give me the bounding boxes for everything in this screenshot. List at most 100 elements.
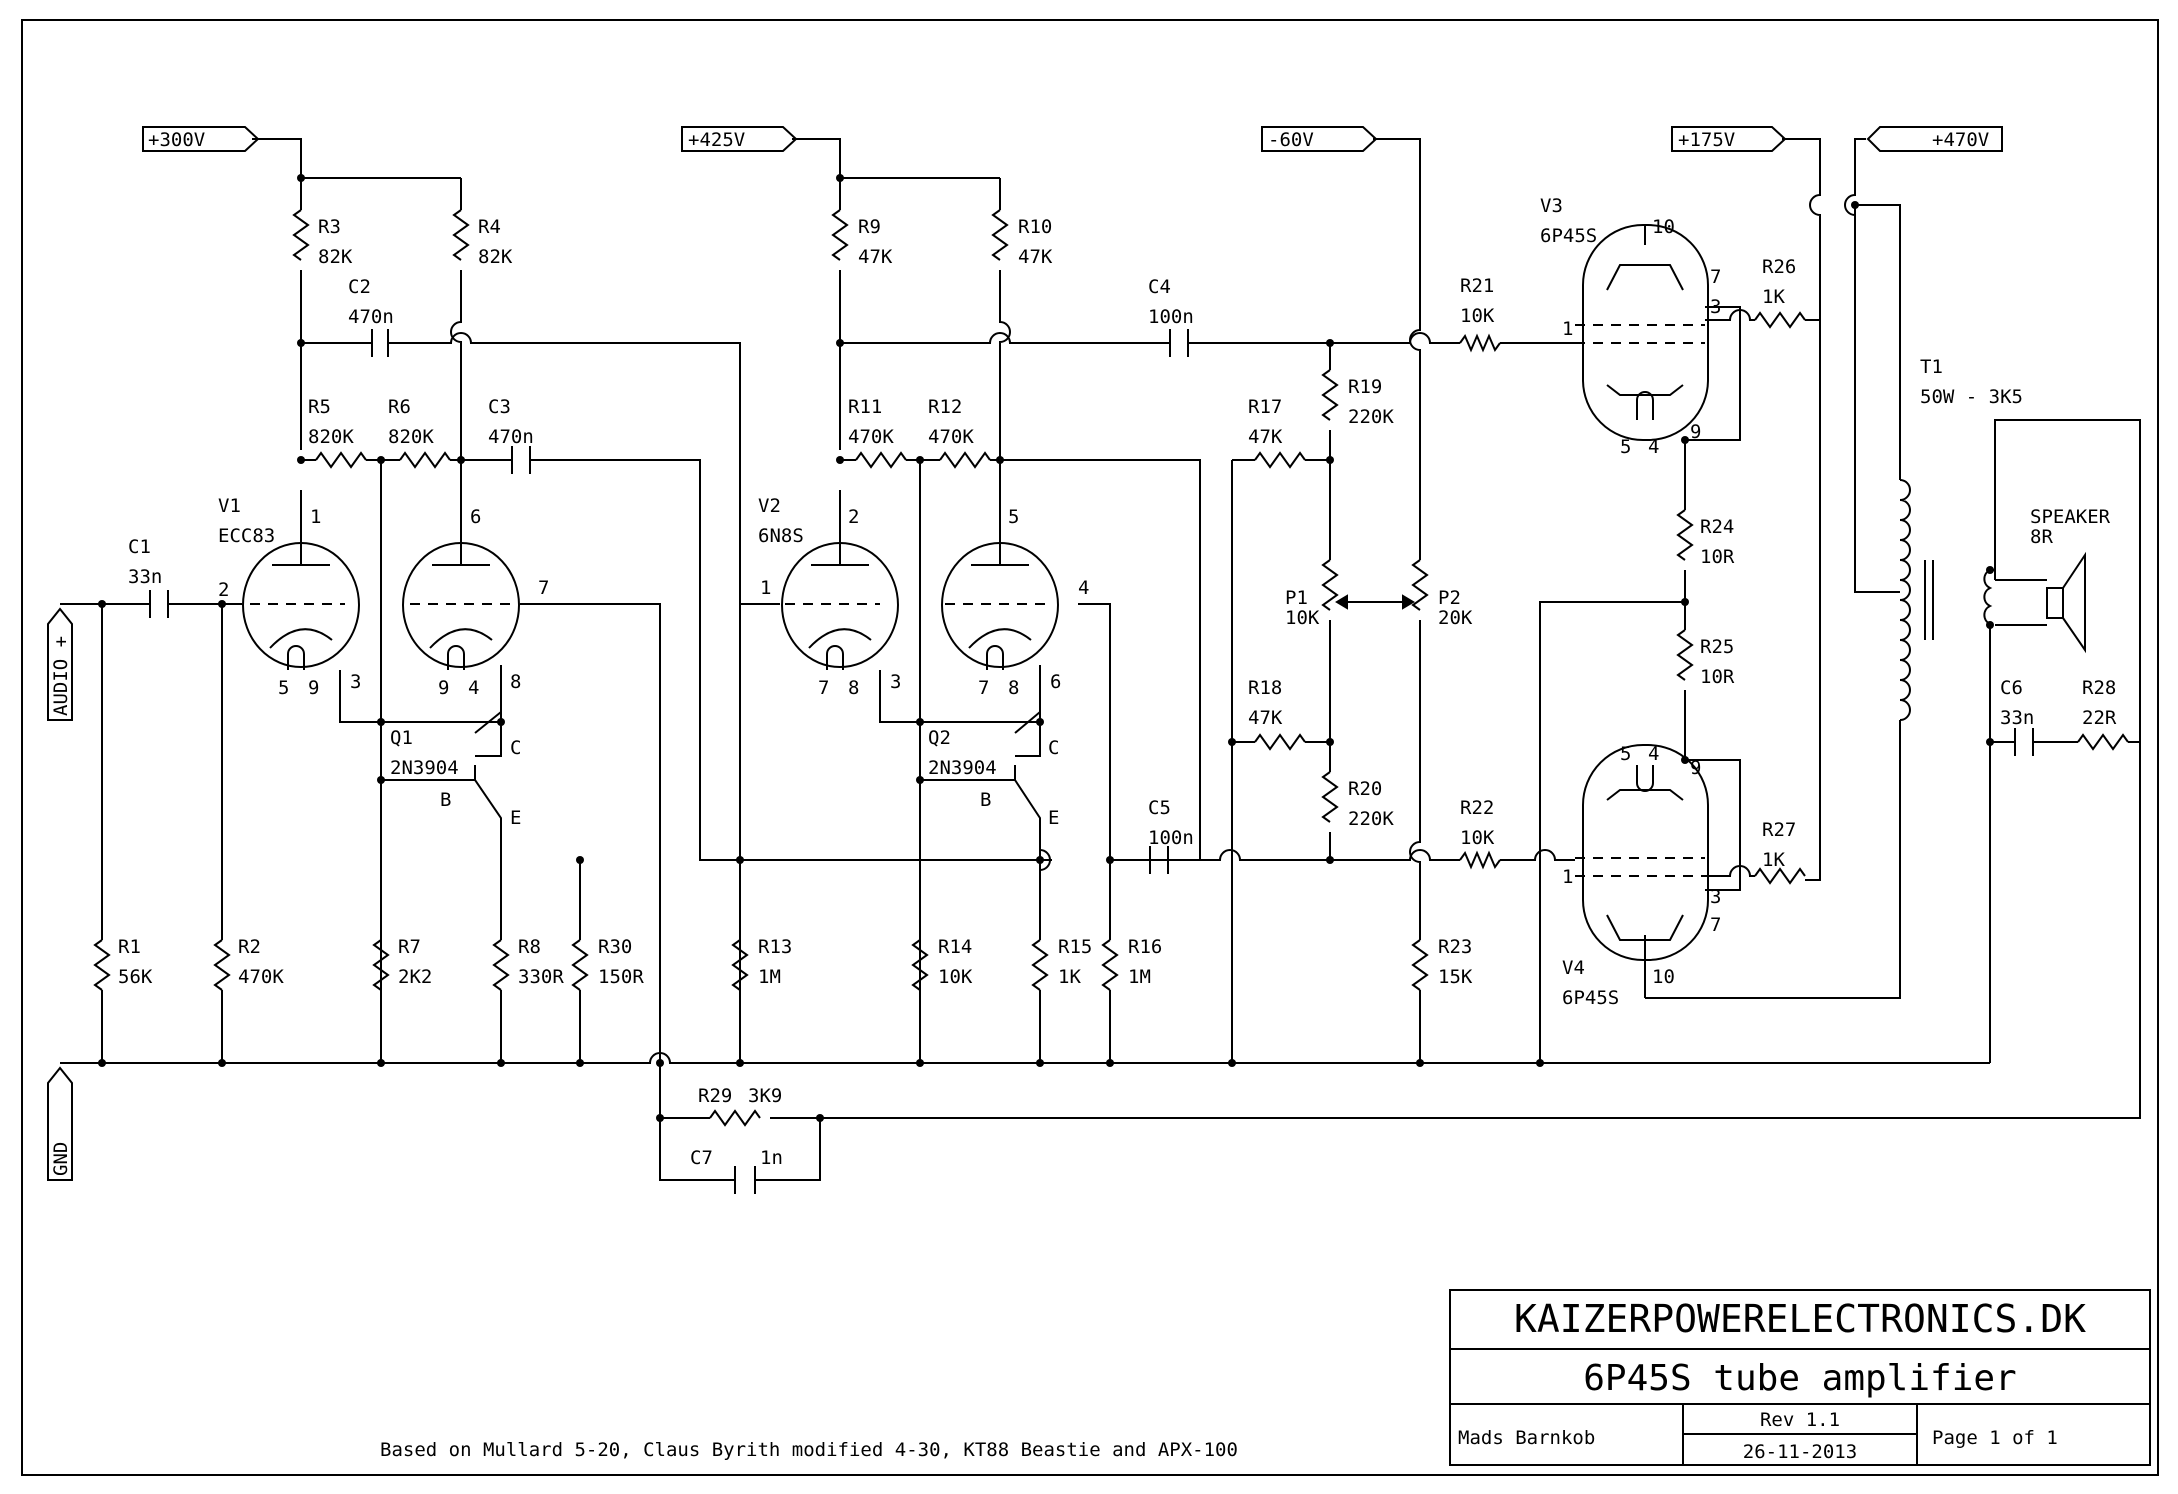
port-p425-label: +425V	[688, 129, 745, 151]
pin-number: 8	[510, 671, 521, 693]
c3-ref: C3	[488, 396, 511, 418]
r2-ref: R2	[238, 936, 261, 958]
p1-value: 10K	[1285, 607, 1320, 629]
r4-ref: R4	[478, 216, 501, 238]
transformer-value: 50W - 3K5	[1920, 386, 2023, 408]
pin-number: 7	[978, 677, 989, 699]
pin-number: 2	[848, 506, 859, 528]
r30-ref: R30	[598, 936, 632, 958]
r29-ref: R29	[698, 1085, 732, 1107]
pin-number: 4	[1648, 436, 1659, 458]
c7-ref: C7	[690, 1147, 713, 1169]
c3-value: 470n	[488, 426, 534, 448]
speaker-value: 8R	[2030, 526, 2053, 548]
pin-number: 5	[1620, 436, 1631, 458]
pin-number: 8	[848, 677, 859, 699]
r21-ref: R21	[1460, 275, 1494, 297]
r8-ref: R8	[518, 936, 541, 958]
r15-ref: R15	[1058, 936, 1092, 958]
p2-value: 20K	[1438, 607, 1473, 629]
r27-ref: R27	[1762, 819, 1796, 841]
pin-number: 6	[470, 506, 481, 528]
pin-number: 7	[818, 677, 829, 699]
p2-ref: P2	[1438, 587, 1461, 609]
r23-value: 15K	[1438, 966, 1473, 988]
r22-value: 10K	[1460, 827, 1495, 849]
pin-number: 7	[1710, 914, 1721, 936]
c6-ref: C6	[2000, 677, 2023, 699]
r11-value: 470K	[848, 426, 894, 448]
c5-value: 100n	[1148, 827, 1194, 849]
capacitor-symbols	[149, 329, 2034, 1194]
c7-value: 1n	[760, 1147, 783, 1169]
c4-ref: C4	[1148, 276, 1171, 298]
r6-ref: R6	[388, 396, 411, 418]
r21-value: 10K	[1460, 305, 1495, 327]
pin-number: 6	[1050, 671, 1061, 693]
r17-ref: R17	[1248, 396, 1282, 418]
title-date: 26-11-2013	[1743, 1441, 1857, 1463]
r27-value: 1K	[1762, 849, 1785, 871]
port-p175-label: +175V	[1678, 129, 1735, 151]
pin-number: 9	[438, 677, 449, 699]
r24-value: 10R	[1700, 546, 1735, 568]
r19-ref: R19	[1348, 376, 1382, 398]
r18-value: 47K	[1248, 707, 1283, 729]
r9-value: 47K	[858, 246, 893, 268]
r20-ref: R20	[1348, 778, 1382, 800]
r6-value: 820K	[388, 426, 434, 448]
r10-ref: R10	[1018, 216, 1052, 238]
pin-number: 1	[310, 506, 321, 528]
tube-v4-type: 6P45S	[1562, 987, 1619, 1009]
tube-v3-ref: V3	[1540, 195, 1563, 217]
speaker-symbol	[1995, 551, 2086, 654]
c1-value: 33n	[128, 566, 162, 588]
title-block-frame	[1449, 1289, 2151, 1466]
tube-v2-ref: V2	[758, 495, 781, 517]
pin-number: 1	[1562, 318, 1573, 340]
pin-number: 3	[1710, 886, 1721, 908]
r10-value: 47K	[1018, 246, 1053, 268]
r25-value: 10R	[1700, 666, 1735, 688]
c5-ref: C5	[1148, 797, 1171, 819]
tube-v2-type: 6N8S	[758, 525, 804, 547]
pin-number: 8	[1008, 677, 1019, 699]
pin-number: 3	[890, 671, 901, 693]
pin-number: 5	[278, 677, 289, 699]
tube-v1-ref: V1	[218, 495, 241, 517]
transistor-q2-type: 2N3904	[928, 757, 997, 779]
r7-value: 2K2	[398, 966, 432, 988]
pin-number: 1	[760, 577, 771, 599]
pin-number: 3	[1710, 296, 1721, 318]
tube-v1-type: ECC83	[218, 525, 275, 547]
output-transformer	[1899, 479, 1993, 721]
pin-number: 7	[538, 577, 549, 599]
r13-ref: R13	[758, 936, 792, 958]
pin-number: 5	[1008, 506, 1019, 528]
r29-value: 3K9	[748, 1085, 782, 1107]
port-n60-label: -60V	[1268, 129, 1314, 151]
pin-number: 7	[1710, 266, 1721, 288]
p1-ref: P1	[1285, 587, 1308, 609]
tube-v3-type: 6P45S	[1540, 225, 1597, 247]
r2-value: 470K	[238, 966, 284, 988]
transistor-q1-type: 2N3904	[390, 757, 459, 779]
q2-pin-e: E	[1048, 807, 1059, 829]
r8-value: 330R	[518, 966, 564, 988]
r7-ref: R7	[398, 936, 421, 958]
resistor-symbols	[93, 209, 2129, 1127]
r23-ref: R23	[1438, 936, 1472, 958]
pin-number: 4	[468, 677, 479, 699]
r11-ref: R11	[848, 396, 882, 418]
title-page: Page 1 of 1	[1932, 1427, 2058, 1449]
tube-v4-ref: V4	[1562, 957, 1585, 979]
r1-value: 56K	[118, 966, 153, 988]
q1-pin-c: C	[510, 737, 521, 759]
r3-value: 82K	[318, 246, 353, 268]
title-author: Mads Barnkob	[1458, 1427, 1595, 1449]
transistor-q1-ref: Q1	[390, 727, 413, 749]
port-p470-label: +470V	[1932, 129, 1989, 151]
r28-ref: R28	[2082, 677, 2116, 699]
title-project: 6P45S tube amplifier	[1583, 1358, 2016, 1399]
